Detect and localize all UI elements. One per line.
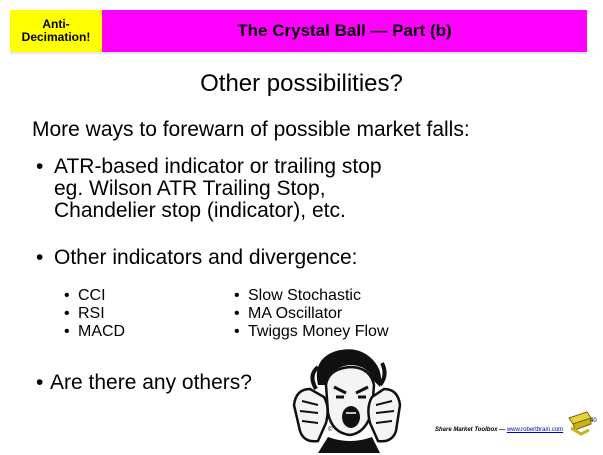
footer-credit: Share Market Toolbox — www.robertbrain.c… [435,427,563,433]
intro-text: More ways to forewarn of possible market… [32,118,470,141]
indicator-item: •Twiggs Money Flow [234,323,389,340]
bullet-atr-line-3: Chandelier stop (indicator), etc. [54,199,346,222]
bullet-atr-line-2: eg. Wilson ATR Trailing Stop, [54,177,326,200]
bullet-other-indicators-text: Other indicators and divergence: [54,246,358,269]
indicator-item: •MA Oscillator [234,305,343,322]
bullet-dot: • [36,371,44,394]
bullet-dot: • [36,246,44,269]
anti-decimation-badge: Anti- Decimation! [10,10,102,52]
indicator-rsi: RSI [78,305,105,322]
footer-brand: Share Market Toolbox [435,427,498,433]
footer-separator: — [497,427,507,433]
header-divider [10,52,587,54]
slide-subtitle: Other possibilities? [200,70,403,97]
indicator-item: •CCI [64,287,106,304]
indicator-cci: CCI [78,287,106,304]
bullet-any-others-text: Are there any others? [50,371,252,394]
shouting-person-illustration-icon [292,349,402,453]
slide-title: The Crystal Ball — Part (b) [237,21,452,40]
page-number: 40 [590,418,597,424]
badge-line-1: Anti- [42,17,70,31]
indicator-item: •Slow Stochastic [234,287,361,304]
footer-website-link[interactable]: www.robertbrain.com [506,427,564,433]
bullet-atr-line-1: ATR-based indicator or trailing stop [54,155,382,178]
bullet-any-others: • Are there any others? [36,371,252,395]
indicator-item: •MACD [64,323,126,340]
indicator-slow-stochastic: Slow Stochastic [248,287,361,304]
copyright-mark: © [328,427,333,433]
indicator-ma-oscillator: MA Oscillator [248,305,343,322]
bullet-atr: • ATR-based indicator or trailing stop e… [36,156,382,222]
badge-line-2: Decimation! [21,30,91,44]
indicator-twiggs-money-flow: Twiggs Money Flow [248,323,389,340]
toolbox-logo-icon [568,411,592,436]
bullet-dot: • [36,155,44,178]
indicator-macd: MACD [78,323,126,340]
slide-title-bar: The Crystal Ball — Part (b) [102,10,587,52]
indicator-item: •RSI [64,305,105,322]
bullet-other-indicators: • Other indicators and divergence: [36,246,358,270]
